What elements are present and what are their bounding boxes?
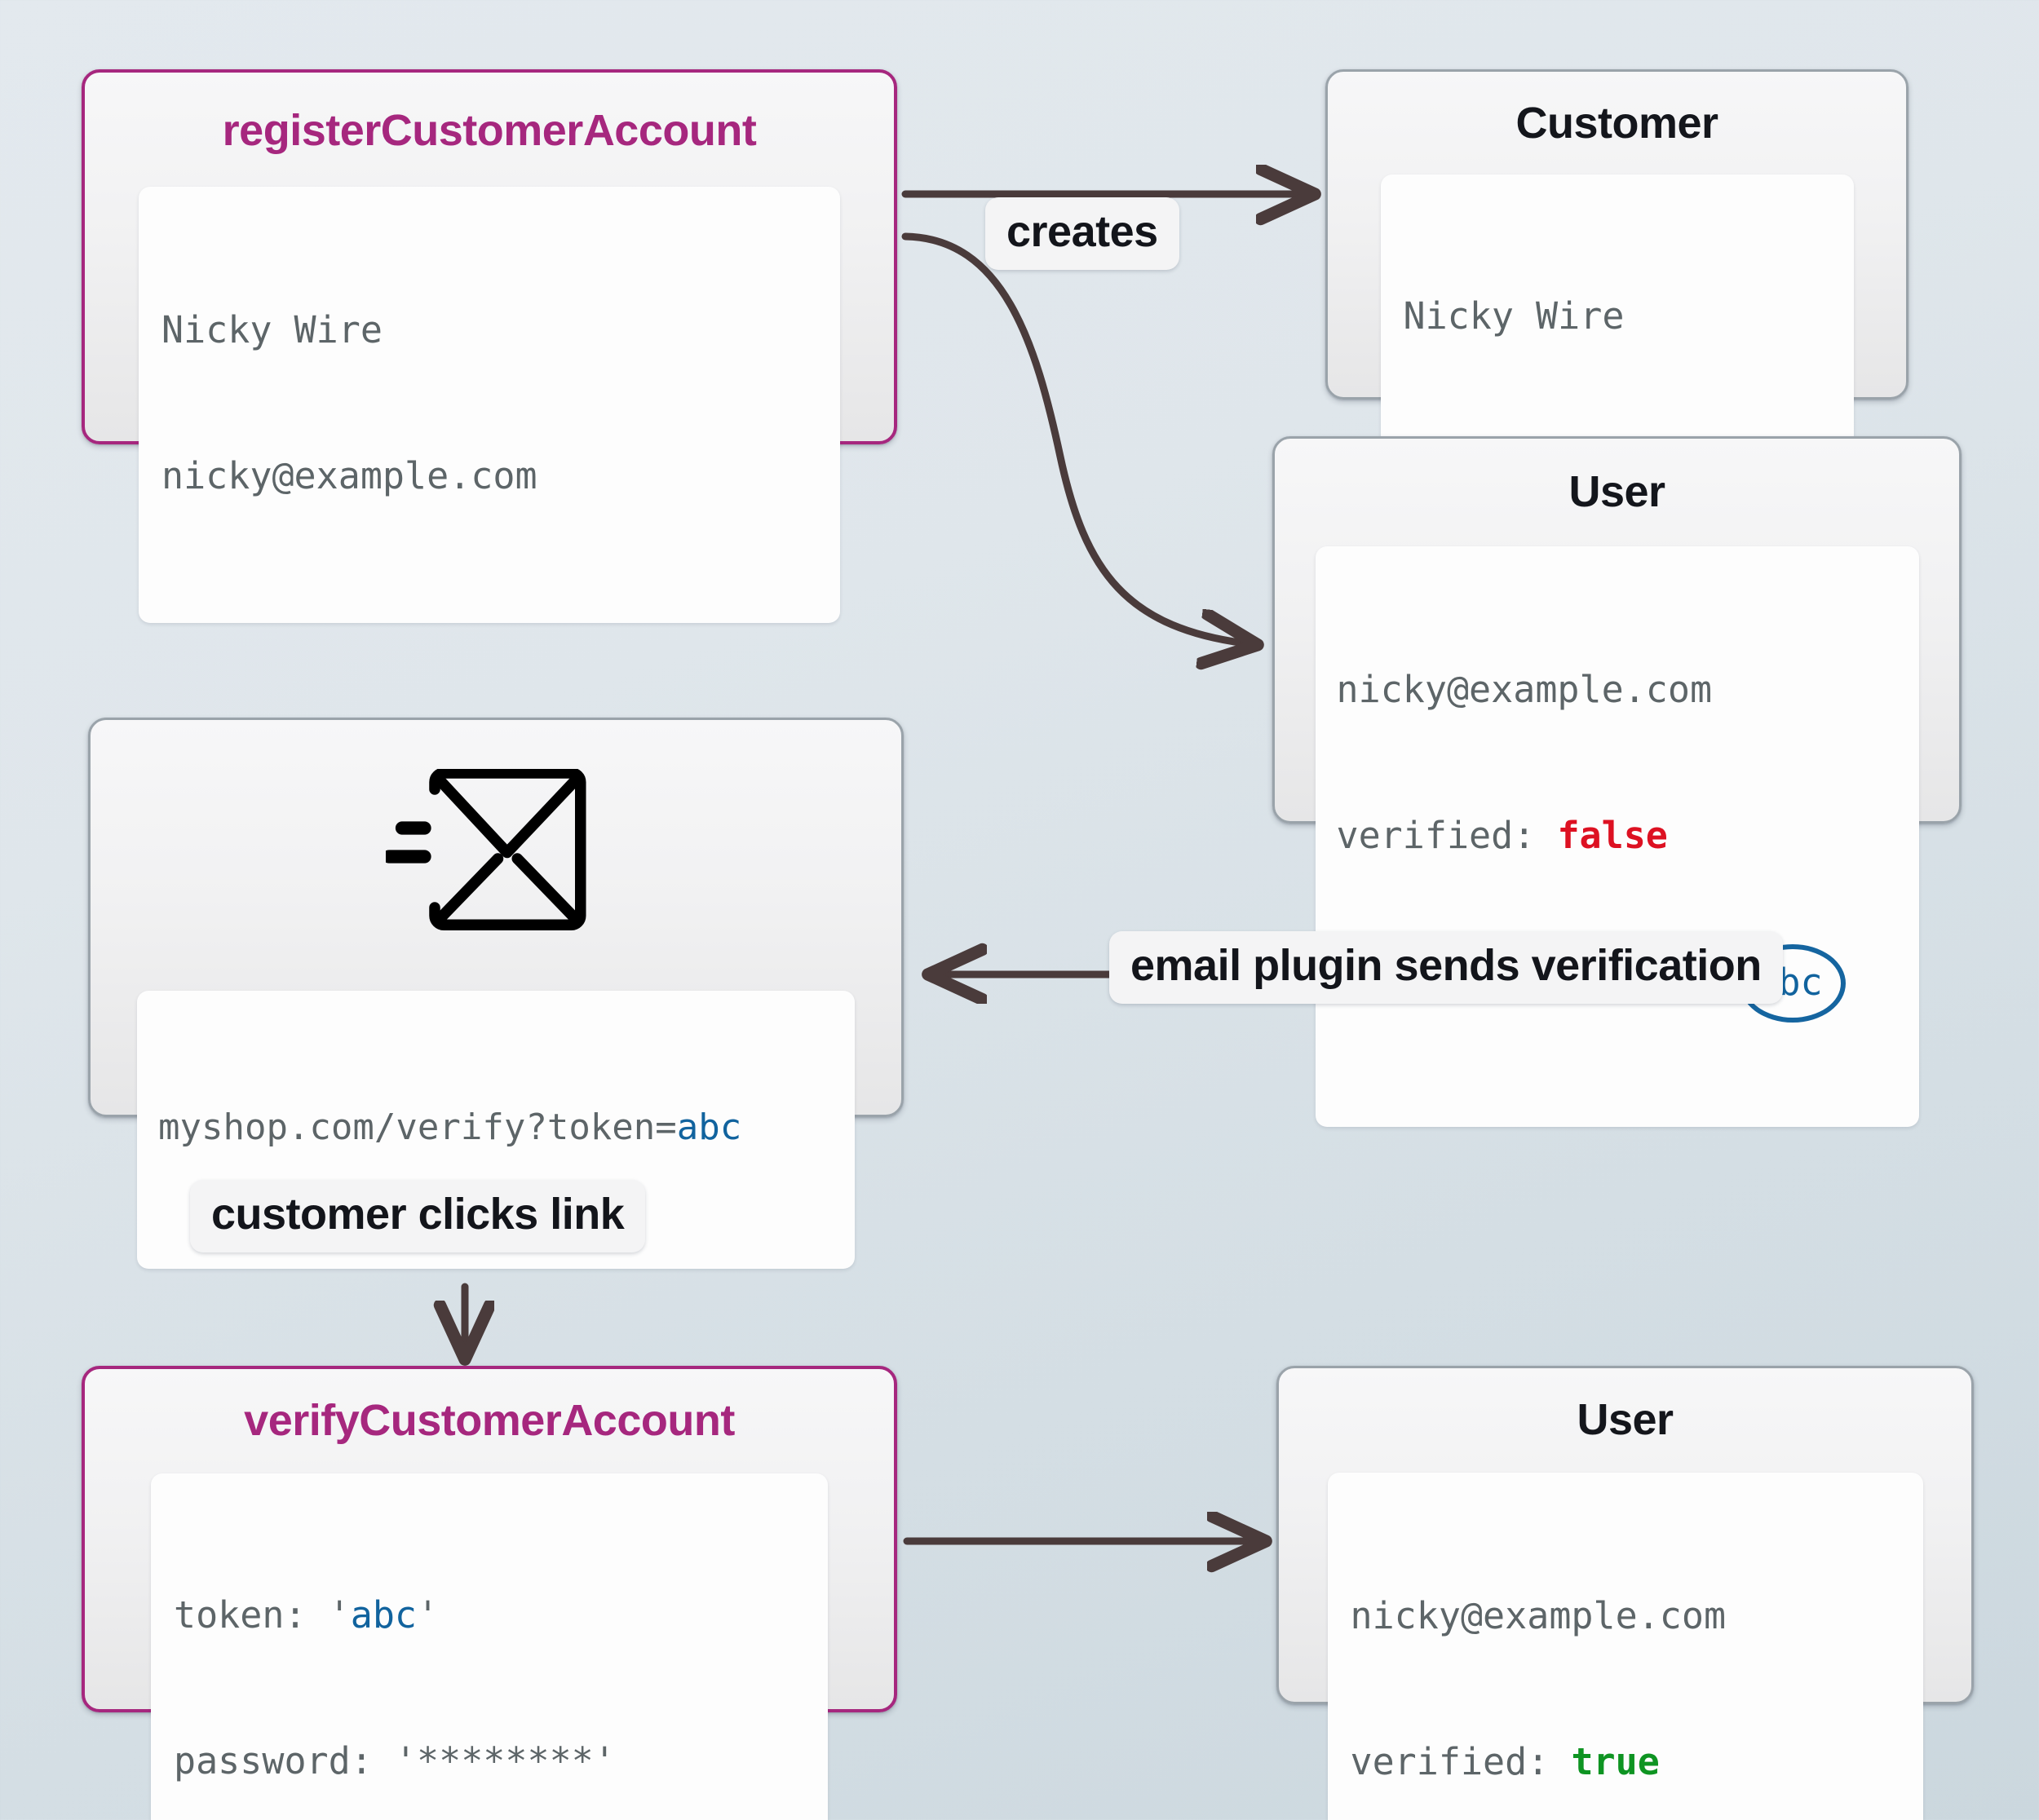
node-title-user-verified: User [1577, 1395, 1674, 1444]
user-unverified-email: nicky@example.com [1336, 667, 1713, 711]
node-user-verified[interactable]: User nicky@example.com verified: true [1276, 1366, 1974, 1820]
node-title-user-unverified: User [1568, 467, 1665, 516]
register-name: Nicky Wire [161, 307, 383, 351]
user-verified-verified-row: verified: true [1351, 1738, 1900, 1787]
verify-token-value: abc [350, 1592, 418, 1637]
verification-link-prefix: myshop.com/verify?token= [158, 1107, 677, 1149]
node-verify-customer-account[interactable]: verifyCustomerAccount token: 'abc' passw… [82, 1366, 897, 1820]
verified-value-false: false [1557, 814, 1668, 858]
customer-name: Nicky Wire [1403, 294, 1625, 338]
verified-key-2: verified: [1350, 1740, 1572, 1784]
verify-token-key: token: [174, 1592, 329, 1637]
edge-register-to-user [901, 232, 1252, 644]
user-unverified-payload-panel: nicky@example.com verified: false verifi… [1315, 546, 1919, 1128]
verification-link-token: abc [676, 1107, 742, 1149]
node-customer[interactable]: Customer Nicky Wire nicky@example.com [1325, 69, 1909, 607]
user-unverified-verified-row: verified: false [1337, 811, 1898, 860]
node-title-customer: Customer [1515, 99, 1718, 148]
verify-token-row: token: 'abc' [174, 1591, 805, 1640]
node-register-customer-account[interactable]: registerCustomerAccount Nicky Wire nicky… [82, 69, 897, 623]
edge-label-creates: creates [985, 197, 1179, 270]
verify-payload-panel: token: 'abc' password: '********' [151, 1473, 828, 1820]
node-title-register: registerCustomerAccount [222, 106, 757, 155]
send-envelope-icon [382, 767, 606, 948]
register-email: nicky@example.com [161, 454, 537, 498]
user-verified-email: nicky@example.com [1350, 1593, 1727, 1637]
verify-password-row: password: '********' [174, 1739, 616, 1783]
node-user-unverified[interactable]: User nicky@example.com verified: false v… [1272, 436, 1962, 1128]
edge-label-email-plugin-sends-verification: email plugin sends verification [1109, 931, 1783, 1004]
register-payload-panel: Nicky Wire nicky@example.com [139, 187, 840, 623]
verified-key: verified: [1336, 814, 1558, 858]
edge-label-customer-clicks-link: customer clicks link [190, 1180, 646, 1252]
verify-token-quote-open: ' [328, 1592, 351, 1637]
verification-link-row: myshop.com/verify?token=abc [158, 1104, 834, 1152]
node-verification-email[interactable]: myshop.com/verify?token=abc [88, 718, 904, 1269]
user-verified-payload-panel: nicky@example.com verified: true [1327, 1473, 1923, 1820]
verify-token-quote-close: ' [417, 1592, 440, 1637]
node-title-verify: verifyCustomerAccount [244, 1396, 735, 1445]
verified-value-true: true [1571, 1740, 1660, 1784]
